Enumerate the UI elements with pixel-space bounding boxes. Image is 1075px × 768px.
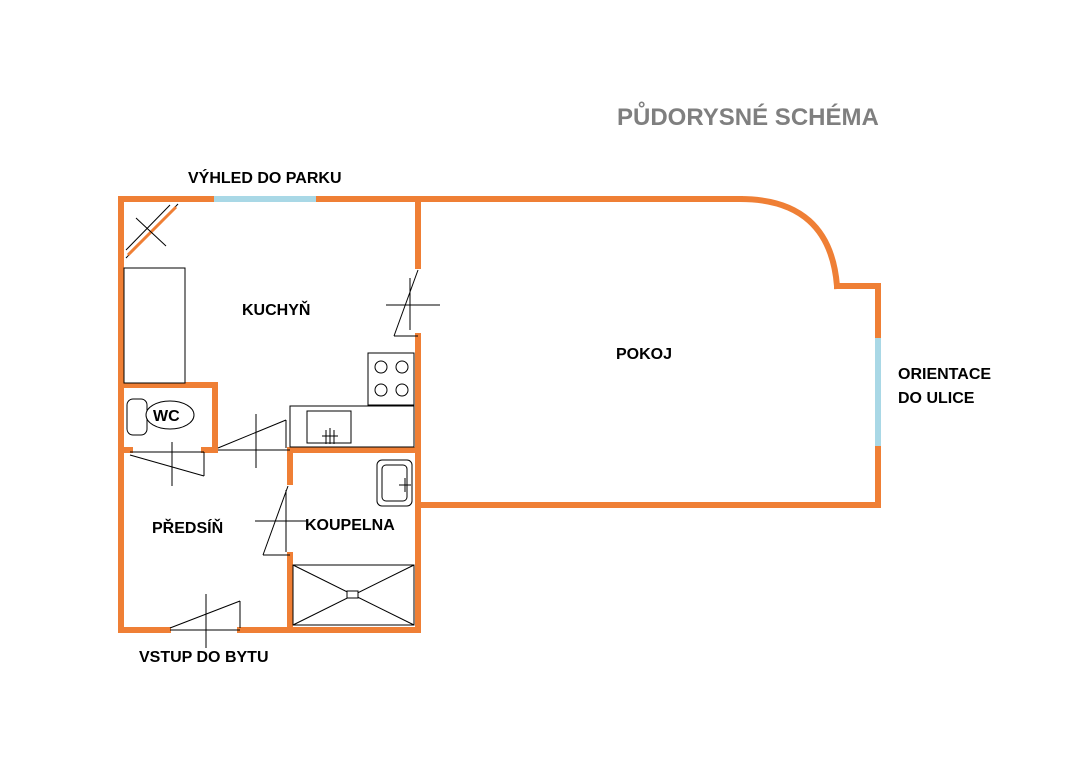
label-room: POKOJ <box>616 346 672 363</box>
wc-toilet: WC <box>126 398 195 436</box>
label-orientation-line2: DO ULICE <box>898 390 975 407</box>
kitchen-sink-counter <box>289 405 415 448</box>
plan-title: PŮDORYSNÉ SCHÉMA <box>617 101 879 131</box>
windows <box>214 196 881 446</box>
door-entrance <box>169 594 241 648</box>
door-hallway-kitchen <box>217 414 290 468</box>
bathroom-sink <box>376 459 413 507</box>
label-orientation-line1: ORIENTACE <box>898 366 991 383</box>
door-kitchen-room <box>386 269 440 337</box>
label-entrance: VSTUP DO BYTU <box>139 649 269 666</box>
label-bathroom: KOUPELNA <box>305 517 395 534</box>
door-hallway-bathroom <box>255 485 308 556</box>
kitchen-counter-left <box>123 267 186 384</box>
kitchen-corner-fixture <box>125 203 179 259</box>
label-kitchen: KUCHYŇ <box>242 300 310 319</box>
label-view-park: VÝHLED DO PARKU <box>188 168 342 187</box>
door-wc <box>129 442 205 486</box>
wall-room-curve <box>736 195 841 290</box>
shower <box>292 564 415 626</box>
wc-label: WC <box>153 408 180 425</box>
stove <box>367 352 415 406</box>
walls <box>118 195 881 633</box>
label-hallway: PŘEDSÍŇ <box>152 518 223 537</box>
